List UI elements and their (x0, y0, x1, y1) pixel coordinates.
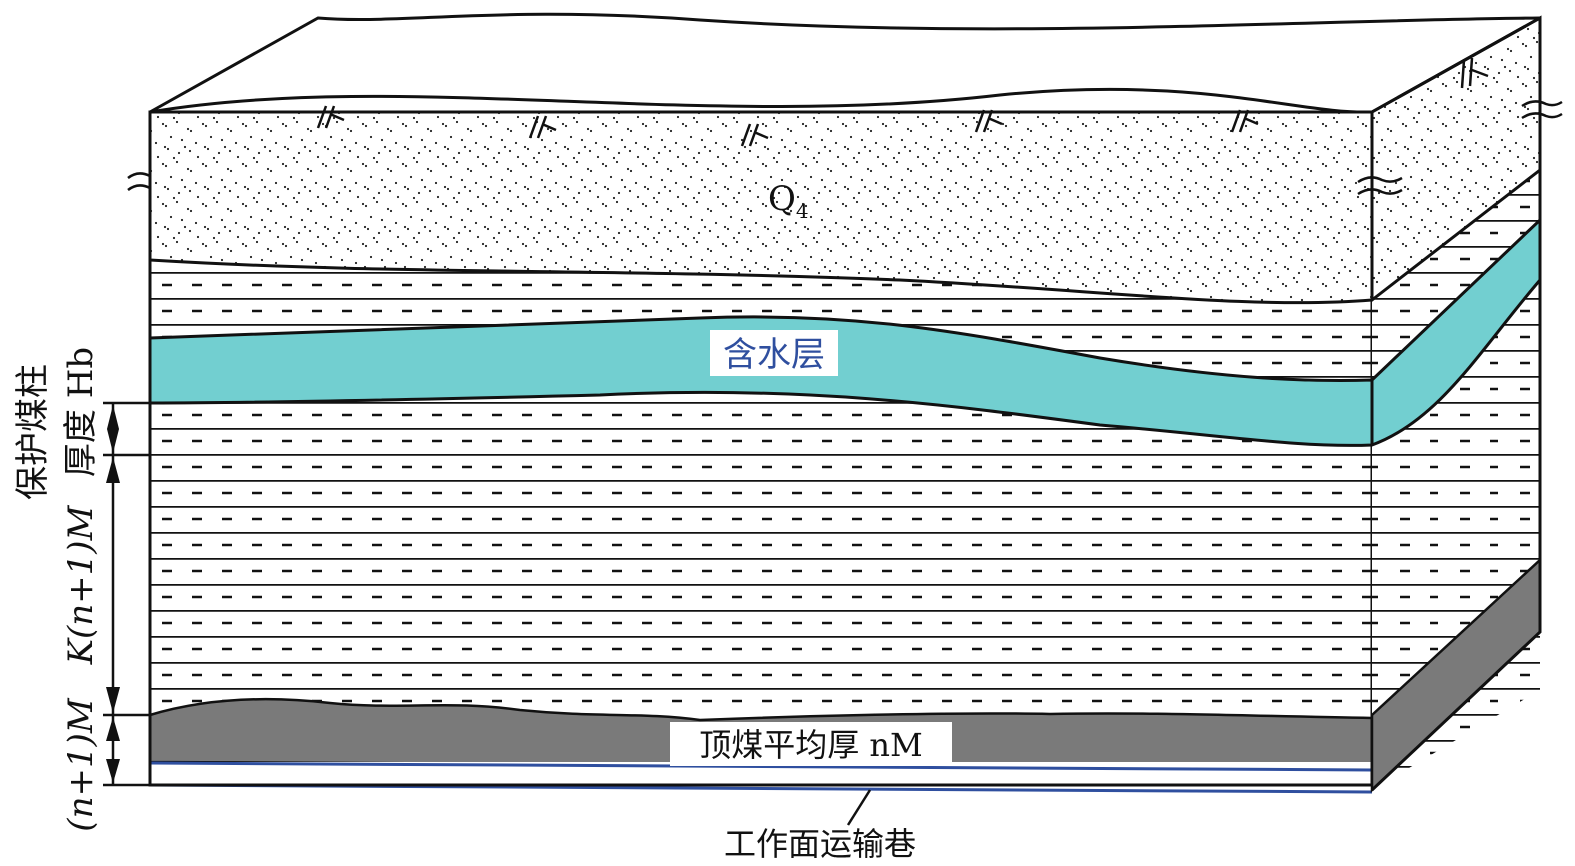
roadway-top-line (149, 761, 1373, 772)
pillar-label-line2: 厚度 Hb (61, 347, 101, 477)
right-face-outline (1370, 15, 1542, 792)
roadway-label: 工作面运输巷 (724, 825, 916, 863)
dimension-lines (103, 401, 150, 787)
sand-layer-q4-front (148, 110, 1374, 305)
aquifer-label-bg (710, 330, 838, 376)
k-height-label: K(n+1)M (61, 504, 101, 665)
top-coal-label-bg (670, 722, 952, 766)
pillar-label-line1: 保护煤柱 (13, 364, 53, 500)
aquifer-layer-right (1370, 216, 1542, 448)
break-mark-left (127, 172, 151, 192)
break-mark-middle (1357, 176, 1403, 196)
roadway-leader-line (846, 789, 872, 826)
break-mark-right (1521, 100, 1563, 120)
n-height-label: (n+1)M (61, 697, 101, 832)
top-coal-label: 顶煤平均厚 nM (699, 726, 923, 764)
q4-label: Q4 (768, 179, 809, 223)
top-surface (149, 12, 1541, 114)
vegetation-symbols (316, 57, 1489, 147)
aquifer-label: 含水层 (723, 335, 825, 375)
